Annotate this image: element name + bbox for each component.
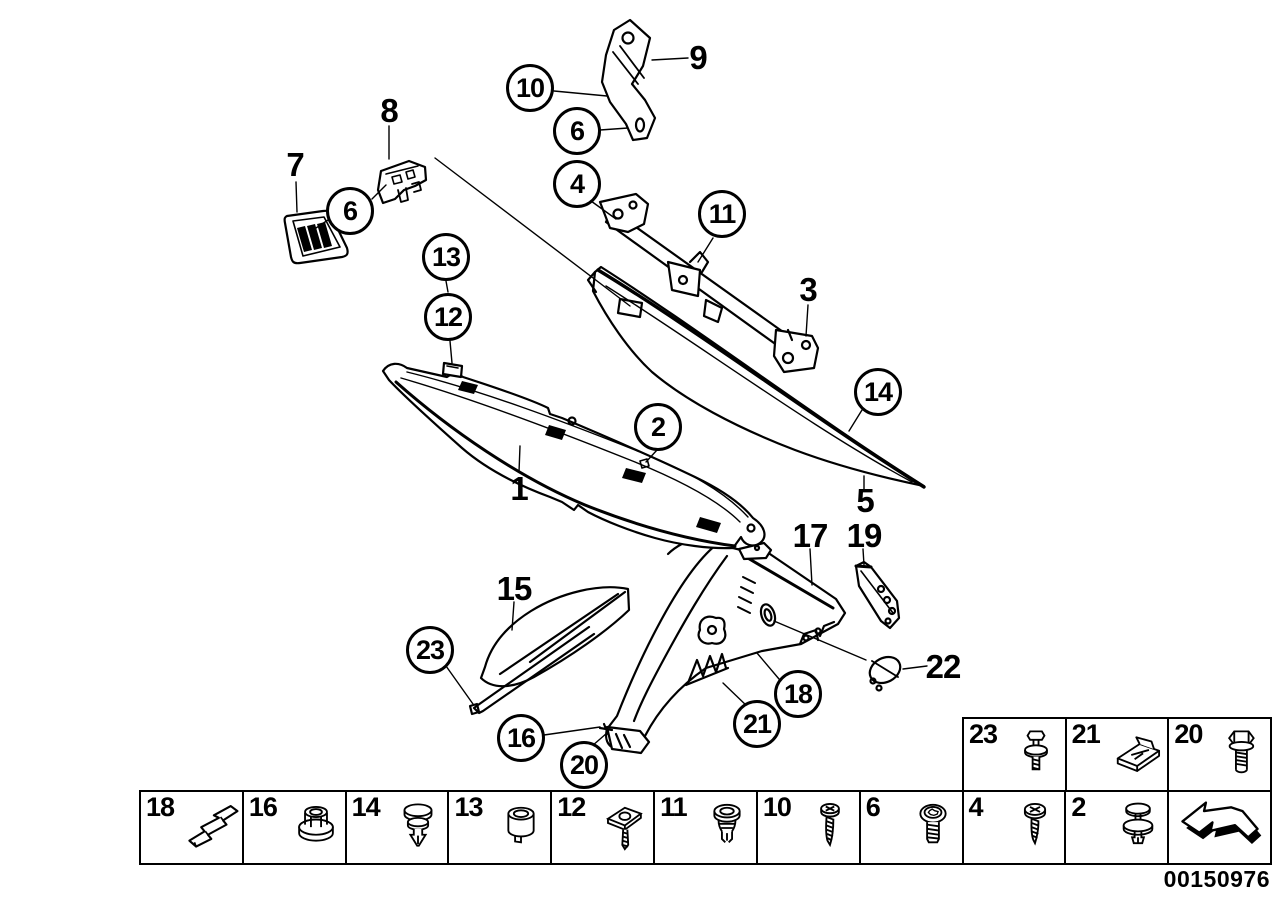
- callout-22[interactable]: 22: [925, 648, 962, 685]
- part-9-bracket-drawing: [600, 18, 657, 142]
- legend-cell-number: 2: [1071, 792, 1086, 822]
- callout-10[interactable]: 10: [506, 64, 554, 112]
- legend-cell-2[interactable]: 2: [1064, 790, 1170, 865]
- legend-cell-14[interactable]: 14: [344, 790, 450, 865]
- callout-23[interactable]: 23: [406, 626, 454, 674]
- legend-cell-number: 10: [762, 792, 792, 822]
- tapping-screw-icon: [803, 796, 857, 860]
- legend-cell-10[interactable]: 10: [755, 790, 861, 865]
- legend-cell-number: 4: [968, 792, 984, 822]
- callout-9[interactable]: 9: [689, 39, 707, 76]
- back-arrow-icon: [1173, 797, 1267, 859]
- flange-nut-icon: [289, 796, 343, 860]
- legend-cell-number: 18: [146, 792, 175, 822]
- part-22-cap-drawing: [868, 655, 902, 692]
- part-15-trim-drawing: [468, 586, 631, 716]
- callout-21[interactable]: 21: [733, 700, 781, 748]
- torx-screw-icon: [906, 796, 960, 860]
- callout-19[interactable]: 19: [846, 517, 883, 554]
- push-rivet-icon: [391, 796, 445, 860]
- legend-cell-23[interactable]: 23: [962, 717, 1067, 792]
- document-number: 00150976: [1163, 866, 1270, 892]
- grommet-nut-icon: [494, 796, 548, 860]
- legend-cell-number: 11: [660, 792, 688, 822]
- spring-clip-icon: [1111, 723, 1165, 787]
- speed-nut-screw-icon: [597, 796, 651, 860]
- callout-8[interactable]: 8: [380, 92, 398, 129]
- legend-row-bottom: 18 16 14 13 12 11 10 6 4 2: [139, 790, 1272, 865]
- legend-cell-21[interactable]: 21: [1064, 717, 1170, 792]
- legend-cell-number: 6: [865, 792, 881, 822]
- callout-13[interactable]: 13: [422, 233, 470, 281]
- callout-4[interactable]: 4: [553, 160, 601, 208]
- callout-6[interactable]: 6: [326, 187, 374, 235]
- callout-3[interactable]: 3: [799, 271, 817, 308]
- callout-15[interactable]: 15: [496, 570, 533, 607]
- plastic-rivet-icon: [1009, 723, 1063, 787]
- legend-row-top: 23 21 20: [962, 717, 1273, 792]
- nav-arrow-cell[interactable]: [1167, 790, 1272, 865]
- legend-cell-6[interactable]: 6: [858, 790, 964, 865]
- legend-cell-number: 21: [1071, 719, 1101, 749]
- legend-cell-13[interactable]: 13: [447, 790, 553, 865]
- callout-6[interactable]: 6: [553, 107, 601, 155]
- part-8-bracket-drawing: [376, 159, 428, 205]
- part-11-rail-drawing: [598, 192, 820, 374]
- callout-2[interactable]: 2: [634, 403, 682, 451]
- legend-cell-18[interactable]: 18: [139, 790, 244, 865]
- legend-cell-number: 12: [557, 792, 586, 822]
- part-17-pillar-trim-drawing: [598, 535, 847, 755]
- part-19-strip-drawing: [854, 560, 901, 630]
- legend-cell-number: 14: [351, 792, 381, 822]
- leader-lines: [295, 57, 928, 747]
- legend-cell-11[interactable]: 11: [653, 790, 758, 865]
- legend-cell-16[interactable]: 16: [241, 790, 347, 865]
- z-clip-icon: [186, 796, 240, 860]
- callout-20[interactable]: 20: [560, 741, 608, 789]
- legend-cell-4[interactable]: 4: [961, 790, 1067, 865]
- callout-5[interactable]: 5: [856, 482, 874, 519]
- legend-cell-number: 23: [969, 719, 998, 749]
- part-1-pillar-trim-drawing: [381, 361, 766, 550]
- legend-cell-number: 20: [1174, 719, 1203, 749]
- phillips-screw-icon: [1008, 796, 1062, 860]
- hex-bolt-icon: [1214, 723, 1268, 787]
- callout-1[interactable]: 1: [510, 470, 528, 507]
- expansion-rivet-icon: [1111, 796, 1165, 860]
- part-5-trim-strip-drawing: [586, 265, 926, 489]
- callout-12[interactable]: 12: [424, 293, 472, 341]
- callout-17[interactable]: 17: [792, 517, 829, 554]
- legend-cell-number: 13: [454, 792, 483, 822]
- callout-14[interactable]: 14: [854, 368, 902, 416]
- callout-11[interactable]: 11: [698, 190, 746, 238]
- callout-16[interactable]: 16: [497, 714, 545, 762]
- legend-cell-number: 16: [248, 792, 278, 822]
- legend-cell-12[interactable]: 12: [550, 790, 656, 865]
- callout-18[interactable]: 18: [774, 670, 822, 718]
- callout-7[interactable]: 7: [286, 146, 304, 183]
- expansion-clip-icon: [700, 796, 754, 860]
- legend-cell-20[interactable]: 20: [1167, 717, 1273, 792]
